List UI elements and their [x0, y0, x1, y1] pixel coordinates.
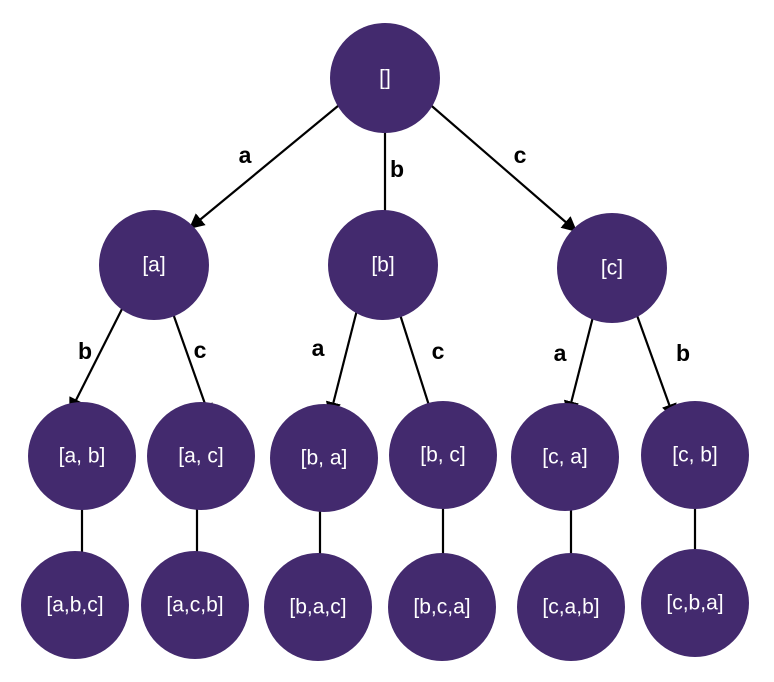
- node-circle: [641, 549, 749, 657]
- edge-label-c-to-cb: b: [676, 340, 690, 366]
- node-label: [b,c,a]: [413, 596, 470, 619]
- node-label: [c]: [601, 257, 623, 280]
- edge-c-to-ca: [563, 304, 598, 417]
- tree-node-ba: [b, a]: [270, 404, 378, 512]
- node-circle: [147, 402, 255, 510]
- tree-node-ca: [c, a]: [511, 403, 619, 511]
- tree-node-cb: [c, b]: [641, 401, 749, 509]
- node-circle: [330, 23, 440, 133]
- edge-label-a-to-ac: c: [194, 337, 207, 363]
- node-label: [b,a,c]: [289, 596, 346, 619]
- node-label: [c,b,a]: [666, 592, 723, 615]
- edge-b-to-bc: [395, 304, 437, 420]
- node-circle: [517, 553, 625, 661]
- edge-label-b-to-bc: c: [432, 338, 445, 364]
- node-circle: [511, 403, 619, 511]
- tree-node-a: [a]: [99, 210, 209, 320]
- tree-node-bc: [b, c]: [389, 401, 497, 509]
- edge-a-to-ab: [69, 306, 124, 414]
- node-label: []: [379, 67, 391, 90]
- node-label: [a,b,c]: [46, 594, 103, 617]
- node-circle: [99, 210, 209, 320]
- node-circle: [141, 551, 249, 659]
- node-label: [c, a]: [542, 446, 588, 469]
- node-circle: [264, 553, 372, 661]
- tree-node-bca: [b,c,a]: [388, 553, 496, 661]
- node-circle: [270, 404, 378, 512]
- node-circle: [388, 553, 496, 661]
- edge-label-c-to-ca: a: [554, 340, 567, 366]
- node-label: [b]: [371, 254, 394, 277]
- node-label: [c, b]: [672, 444, 718, 467]
- tree-node-c: [c]: [557, 213, 667, 323]
- node-label: [a, b]: [59, 445, 106, 468]
- edge-label-a-to-ab: b: [78, 338, 92, 364]
- node-label: [a]: [142, 254, 165, 277]
- edge-label-root-to-b: b: [390, 156, 404, 182]
- edge-label-root-to-a: a: [239, 142, 252, 168]
- node-label: [b, a]: [301, 447, 348, 470]
- tree-node-acb: [a,c,b]: [141, 551, 249, 659]
- edge-root-to-c: [425, 100, 578, 233]
- node-label: [b, c]: [420, 444, 466, 467]
- node-circle: [641, 401, 749, 509]
- tree-node-cba: [c,b,a]: [641, 549, 749, 657]
- tree-node-bac: [b,a,c]: [264, 553, 372, 661]
- node-circle: [28, 402, 136, 510]
- node-circle: [21, 551, 129, 659]
- edge-a-to-ac: [168, 304, 213, 420]
- tree-node-cab: [c,a,b]: [517, 553, 625, 661]
- edge-c-to-cb: [632, 306, 677, 420]
- tree-node-b: [b]: [328, 210, 438, 320]
- tree-node-abc: [a,b,c]: [21, 551, 129, 659]
- edge-b-to-ba: [325, 305, 360, 418]
- edge-label-root-to-c: c: [514, 142, 527, 168]
- edge-label-b-to-ba: a: [312, 335, 325, 361]
- node-label: [a,c,b]: [166, 594, 223, 617]
- tree-node-root: []: [330, 23, 440, 133]
- node-label: [a, c]: [178, 445, 224, 468]
- tree-node-ac: [a, c]: [147, 402, 255, 510]
- node-circle: [557, 213, 667, 323]
- edge-root-to-a: [188, 100, 345, 229]
- tree-node-ab: [a, b]: [28, 402, 136, 510]
- node-circle: [389, 401, 497, 509]
- node-label: [c,a,b]: [542, 596, 599, 619]
- node-circle: [328, 210, 438, 320]
